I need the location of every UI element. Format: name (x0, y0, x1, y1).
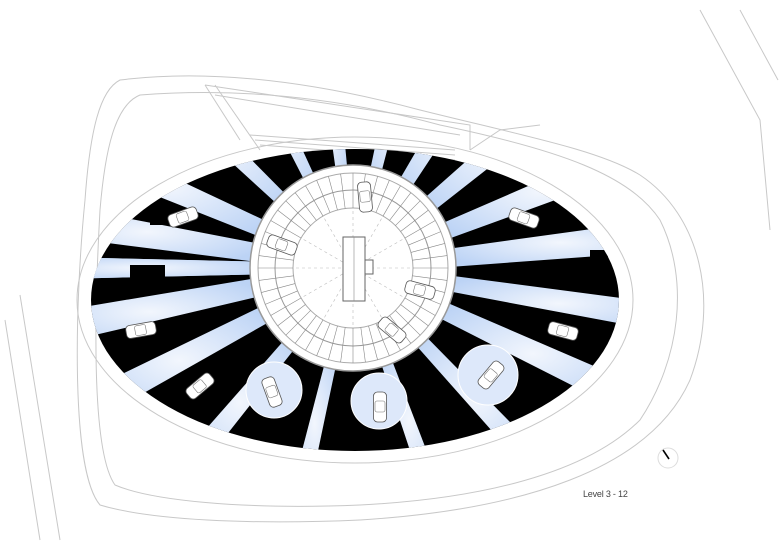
parking-bay (448, 275, 619, 332)
ramp-stripe (305, 319, 324, 351)
parking-bay (388, 149, 500, 203)
parking-bay (146, 149, 298, 213)
car-icon (261, 376, 283, 408)
floor-divider (590, 250, 608, 262)
guide-line (352, 267, 406, 299)
car-icon (185, 372, 215, 400)
guide-line (322, 215, 354, 269)
ramp-stripe (270, 297, 302, 316)
guide-line (352, 237, 406, 269)
car-icon (125, 321, 157, 339)
car-icon (404, 280, 436, 300)
floor-divider (150, 215, 170, 225)
car-icon (357, 181, 373, 213)
car-icon (377, 316, 407, 344)
ramp-stripe (400, 304, 429, 327)
ramp-stripe (368, 325, 378, 360)
floor-divider (130, 265, 165, 279)
parking-bay (234, 149, 324, 199)
ramp-core-icon (249, 164, 457, 372)
ramp-stripe (395, 200, 421, 226)
ramp-stripe (375, 180, 390, 213)
ramp-stripe (340, 327, 346, 363)
parking-bay (365, 149, 418, 195)
ramp-stripe (270, 220, 302, 239)
ramp-stripe (375, 323, 390, 356)
ramp-stripe (360, 327, 366, 363)
car-icon (266, 234, 298, 256)
north-arrow-icon (657, 447, 679, 469)
ramp-stripe (408, 231, 441, 246)
parking-bay (315, 149, 350, 194)
ramp-stripe (412, 255, 448, 261)
level-label: Level 3 - 12 (583, 489, 628, 499)
ramp-stripe (395, 310, 421, 336)
ramp-stripe (294, 315, 317, 344)
ramp-stripe (328, 325, 338, 360)
ramp-stripe (340, 173, 346, 209)
car-icon (508, 207, 540, 229)
guide-line (300, 267, 354, 299)
guide-line (352, 215, 384, 269)
floor-divider (560, 262, 590, 276)
ramp-stripe (285, 200, 311, 226)
ramp-stripe (404, 297, 436, 316)
ramp-stripe (285, 310, 311, 336)
parked-cars (125, 181, 579, 423)
ramp-stripe (410, 243, 445, 253)
guide-line (352, 267, 384, 321)
ramp-stripe (277, 304, 306, 327)
car-icon (167, 206, 199, 228)
ramp-stripe (400, 209, 429, 232)
ramp-stripe (316, 180, 331, 213)
car-icon (373, 391, 387, 423)
ramp-stripe (294, 192, 317, 221)
car-icon (547, 321, 579, 341)
ramp-stripe (316, 323, 331, 356)
guide-line (300, 237, 354, 269)
ramp-stripe (328, 176, 338, 211)
parking-bay (288, 341, 341, 451)
ramp-stripe (382, 185, 401, 217)
ramp-stripe (277, 209, 306, 232)
ramp-stripe (412, 275, 448, 281)
ramp-stripe (265, 290, 298, 305)
ramp-stripe (404, 220, 436, 239)
guide-line (322, 267, 354, 321)
ramp-stripe (389, 192, 412, 221)
ramp-stripe (258, 255, 294, 261)
ramp-stripe (261, 283, 296, 293)
ramp-stripe (258, 275, 294, 281)
ramp-stripe (305, 185, 324, 217)
car-icon (477, 360, 505, 390)
